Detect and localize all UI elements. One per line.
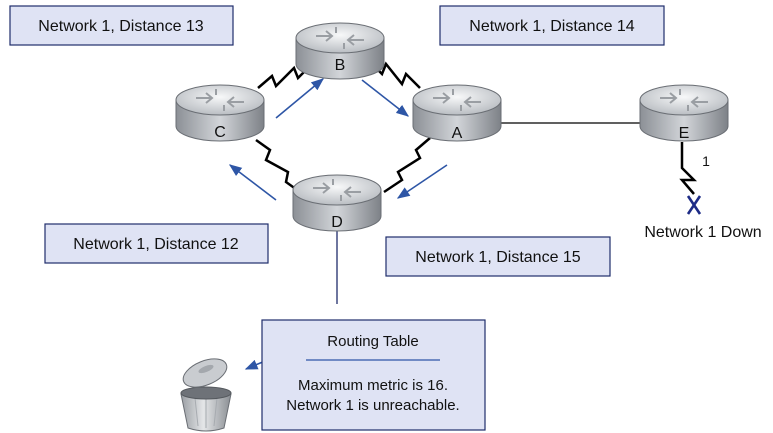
serial-link-b-a: [369, 61, 421, 89]
update-a-text: Network 1, Distance 14: [469, 18, 635, 35]
router-icon: [412, 84, 502, 142]
arrow-d-to-c: [228, 164, 277, 201]
router-c-label: C: [214, 124, 226, 141]
arrow-b-to-a: [361, 79, 410, 117]
links: [255, 61, 698, 304]
serial-link-c-d: [255, 138, 301, 194]
update-box-a: Network 1, Distance 14: [439, 5, 665, 46]
update-d-text: Network 1, Distance 15: [415, 249, 581, 266]
routing-table-title: Routing Table: [327, 333, 418, 350]
serial-link-e-network1: [679, 142, 698, 195]
router-e: E: [639, 84, 729, 142]
update-box-c: Network 1, Distance 12: [44, 223, 269, 264]
router-icon: [292, 174, 382, 232]
arrow-c-to-b: [275, 78, 324, 119]
serial-link-label: 1: [702, 153, 710, 169]
router-icon: [295, 22, 385, 80]
routing-table-line-1: Maximum metric is 16.: [298, 377, 448, 394]
router-b: B: [295, 22, 385, 80]
router-b-label: B: [335, 57, 346, 74]
update-box-b: Network 1, Distance 13: [9, 5, 234, 46]
router-icon: [639, 84, 729, 142]
trash-can-icon: [180, 358, 232, 432]
router-d-label: D: [331, 214, 343, 231]
update-b-text: Network 1, Distance 13: [38, 18, 204, 35]
router-a-label: A: [452, 125, 463, 142]
network-down-label: Network 1 Down: [644, 224, 761, 241]
serial-link-a-d: [383, 137, 431, 194]
router-icon: [175, 84, 265, 142]
router-a: A: [412, 84, 502, 142]
update-c-text: Network 1, Distance 12: [73, 236, 239, 253]
update-box-d: Network 1, Distance 15: [385, 236, 611, 277]
routing-table-box: Routing Table Maximum metric is 16. Netw…: [261, 319, 486, 431]
arrow-a-to-d: [396, 164, 448, 199]
routing-table-line-2: Network 1 is unreachable.: [286, 397, 459, 414]
router-c: C: [175, 84, 265, 142]
router-d: D: [292, 174, 382, 232]
network-down-x-icon: [686, 195, 702, 215]
router-e-label: E: [679, 125, 690, 142]
serial-link-c-b: [257, 65, 311, 89]
